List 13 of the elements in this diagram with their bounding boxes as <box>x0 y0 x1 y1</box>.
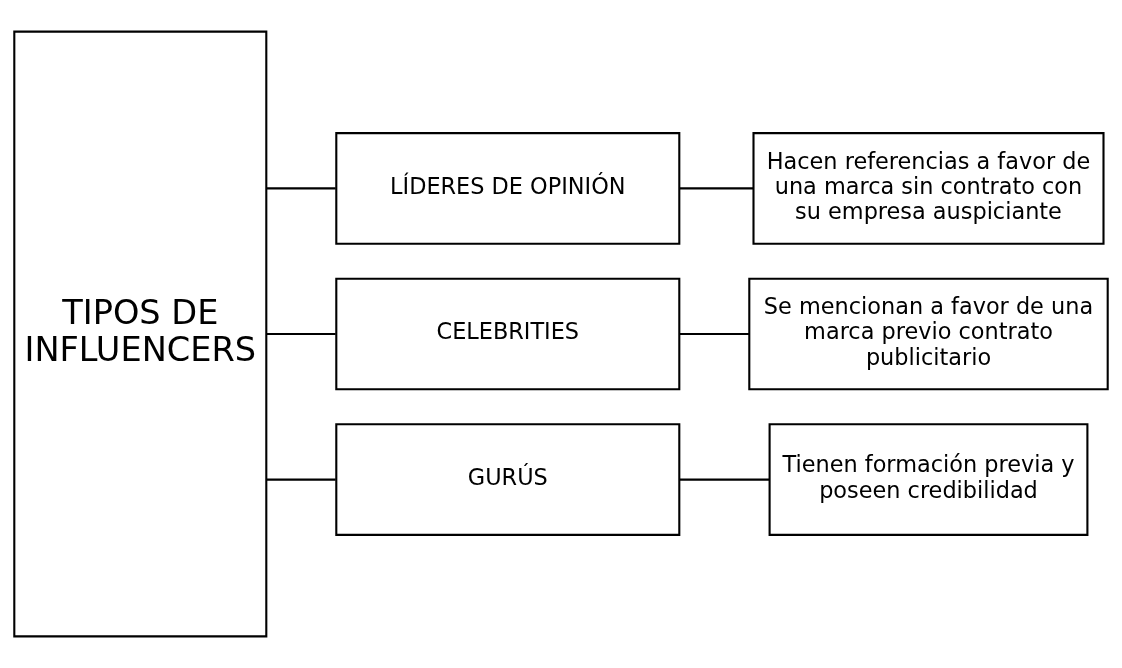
connector <box>266 332 336 336</box>
node-box: GURÚS <box>335 423 681 536</box>
node-box: Se mencionan a favor de una marca previo contrato publicitario <box>748 277 1109 391</box>
node-box: Tienen formación previa y poseen credibilidad <box>768 423 1089 536</box>
node-box: CELEBRITIES <box>335 277 681 391</box>
connector <box>266 187 336 190</box>
connector <box>679 332 750 336</box>
node-box: Hacen referencias a favor de una marca sin contrato con su empresa auspiciante <box>752 132 1105 245</box>
connector <box>266 478 336 481</box>
connector <box>679 478 770 481</box>
connector <box>679 187 754 190</box>
node-box: TIPOS DE INFLUENCERS <box>13 30 268 638</box>
node-box: LÍDERES DE OPINIÓN <box>335 132 681 245</box>
